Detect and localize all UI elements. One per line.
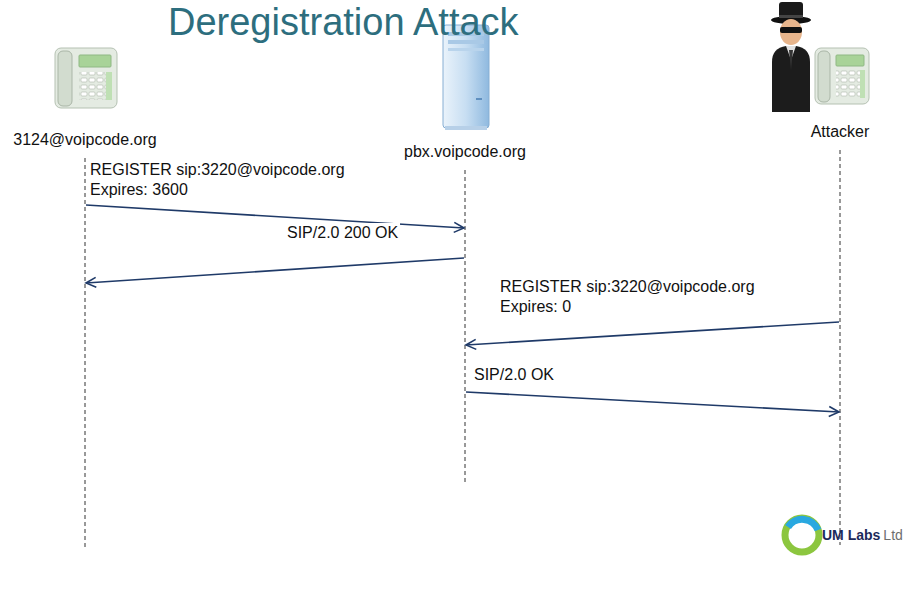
phone-icon <box>55 48 117 108</box>
message-arrow <box>86 258 464 283</box>
attacker-figure <box>771 2 811 112</box>
logo-label: Ltd <box>883 525 902 545</box>
logo-mark <box>785 518 819 552</box>
logo-label: UM Labs <box>822 525 880 545</box>
slide-title: Deregistration Attack <box>168 0 519 44</box>
participant: pbx.voipcode.org <box>399 20 531 162</box>
message-label: SIP/2.0 OK <box>472 365 556 385</box>
participant-label: 3124@voipcode.org <box>13 130 156 150</box>
lifeline <box>840 150 841 545</box>
phone-icon <box>815 48 869 104</box>
message-label: SIP/2.0 200 OK <box>285 223 400 243</box>
participant: Attacker <box>806 2 875 142</box>
lifeline <box>465 170 466 485</box>
participant-label: pbx.voipcode.org <box>404 142 526 162</box>
message-label: REGISTER sip:3220@voipcode.org Expires: … <box>498 277 765 317</box>
lifeline <box>85 158 86 550</box>
message-arrow <box>466 392 839 412</box>
logo-text: UM LabsLtd <box>822 525 903 545</box>
message-arrow <box>466 322 839 345</box>
participant: 3124@voipcode.org <box>8 40 162 150</box>
participant-label: Attacker <box>811 122 870 142</box>
message-label: REGISTER sip:3220@voipcode.org Expires: … <box>88 160 355 200</box>
message-arrow <box>86 205 464 228</box>
